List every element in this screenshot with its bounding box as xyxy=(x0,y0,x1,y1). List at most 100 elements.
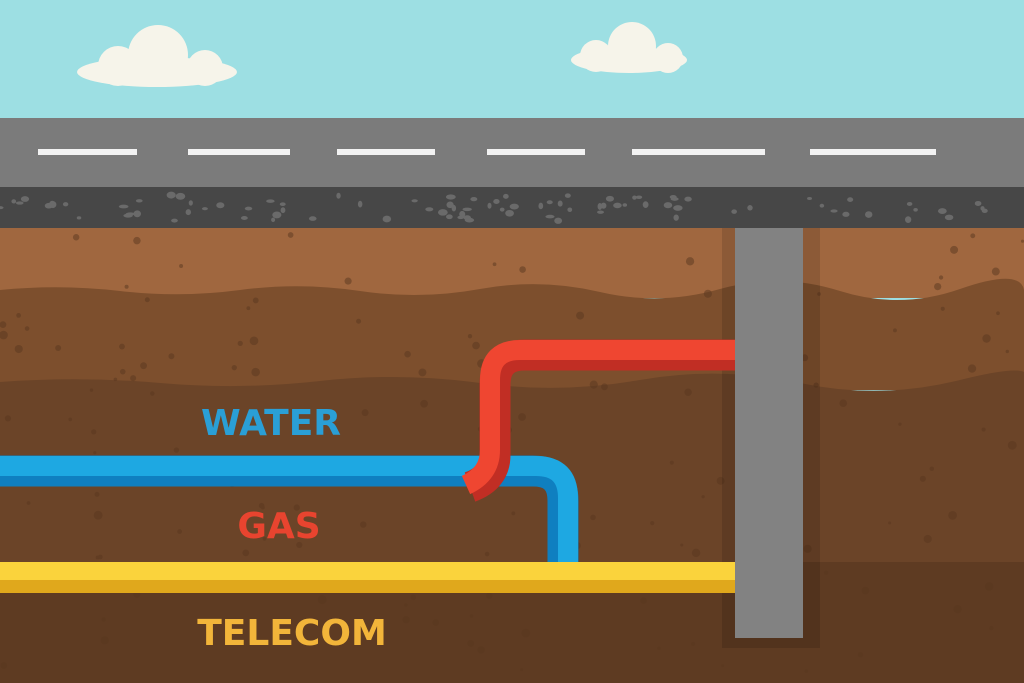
gravel-stone xyxy=(62,202,69,207)
soil-speck xyxy=(55,344,62,351)
gravel-stone xyxy=(632,195,637,200)
gravel-stone xyxy=(847,197,854,202)
soil-speck xyxy=(130,375,137,382)
soil-speck xyxy=(101,617,106,622)
gravel-stone xyxy=(622,203,628,207)
gravel-stone xyxy=(135,199,143,203)
gravel-stone xyxy=(487,202,492,209)
gravel-stone xyxy=(597,202,603,210)
soil-speck xyxy=(173,447,180,453)
soil-speck xyxy=(252,297,259,304)
gravel-stone xyxy=(906,201,913,206)
gravel-stone xyxy=(673,214,679,221)
gravel-stone xyxy=(446,214,453,220)
soil-speck xyxy=(948,510,957,520)
gravel-stone xyxy=(635,195,643,199)
soil-speck xyxy=(680,543,684,547)
gravel-stone xyxy=(201,207,208,211)
gravel-stone xyxy=(807,197,813,201)
soil-speck xyxy=(519,266,526,273)
soil-speck xyxy=(521,628,531,638)
gravel-stone xyxy=(188,200,193,206)
soil-speck xyxy=(590,514,596,521)
soil-speck xyxy=(996,311,1000,316)
gravel-stone xyxy=(118,204,129,209)
soil-speck xyxy=(685,257,695,266)
gravel-stone xyxy=(905,216,912,224)
gravel-stone xyxy=(425,207,434,212)
soil-speck xyxy=(923,534,932,544)
soil-speck xyxy=(1005,349,1009,354)
gravel-stone xyxy=(865,211,873,218)
soil-speck xyxy=(601,383,608,391)
soil-speck xyxy=(888,521,892,525)
soil-speck xyxy=(4,415,12,422)
soil-speck xyxy=(938,275,944,280)
gravel-stone xyxy=(493,198,500,205)
gravel-stone xyxy=(937,208,947,215)
soil-speck xyxy=(803,544,812,553)
soil-speck xyxy=(404,350,411,358)
gravel-stone xyxy=(731,209,737,214)
soil-speck xyxy=(262,536,267,541)
soil-speck xyxy=(940,306,945,311)
gravel-stone xyxy=(545,214,555,219)
cloud-right xyxy=(571,22,687,73)
soil-speck xyxy=(520,668,524,672)
soil-speck xyxy=(404,603,408,607)
gravel-stone xyxy=(133,210,142,218)
gravel-stone xyxy=(684,196,692,202)
soil-speck xyxy=(589,380,598,389)
telecom-label: TELECOM xyxy=(197,613,387,654)
gravel-stone xyxy=(240,216,248,220)
gravel-stone xyxy=(505,209,514,217)
gravel-stone xyxy=(272,211,282,219)
soil-speck xyxy=(94,491,100,497)
soil-speck xyxy=(179,264,184,269)
soil-speck xyxy=(861,586,870,595)
gravel-stone xyxy=(470,196,478,202)
soil-speck xyxy=(982,334,991,343)
water-pipe xyxy=(0,455,579,562)
gravel-stone xyxy=(49,200,56,208)
gravel-stone xyxy=(445,194,456,200)
gravel-stone xyxy=(605,195,614,202)
soil-speck xyxy=(893,328,897,333)
soil-speck xyxy=(89,388,94,392)
soil-speck xyxy=(287,232,294,238)
gravel-stone xyxy=(830,209,838,213)
soil-speck xyxy=(657,646,661,650)
gravel-stone xyxy=(974,200,982,206)
soil-speck xyxy=(93,510,103,520)
gravel-stone xyxy=(125,212,135,216)
gravel-stone xyxy=(171,218,178,223)
soil-speck xyxy=(716,476,725,485)
soil-speck xyxy=(231,364,237,371)
soil-speck xyxy=(1007,440,1017,450)
soil-speck xyxy=(813,382,819,388)
soil-speck xyxy=(100,636,109,645)
gravel-stone xyxy=(175,192,186,200)
soil-speck xyxy=(650,521,655,526)
soil-speck xyxy=(484,551,490,557)
gravel-stone xyxy=(411,199,418,203)
gravel-stone xyxy=(464,217,475,223)
soil-speck xyxy=(410,594,417,601)
soil-speck xyxy=(249,336,259,346)
soil-speck xyxy=(950,245,959,254)
lane-markings xyxy=(38,149,936,155)
soil-speck xyxy=(984,582,994,591)
soil-speck xyxy=(418,368,427,377)
gravel-stone xyxy=(271,217,276,223)
gravel-stone xyxy=(382,215,392,223)
soil-speck xyxy=(919,475,926,482)
gravel-stone xyxy=(20,196,30,202)
gravel-stone xyxy=(462,207,472,212)
soil-speck xyxy=(477,646,485,654)
gravel-stone xyxy=(567,207,573,213)
gravel-stone xyxy=(509,203,519,210)
soil-speck xyxy=(168,353,175,360)
gravel-stone xyxy=(308,216,317,221)
soil-speck xyxy=(804,669,809,674)
gravel-stone xyxy=(185,209,192,216)
